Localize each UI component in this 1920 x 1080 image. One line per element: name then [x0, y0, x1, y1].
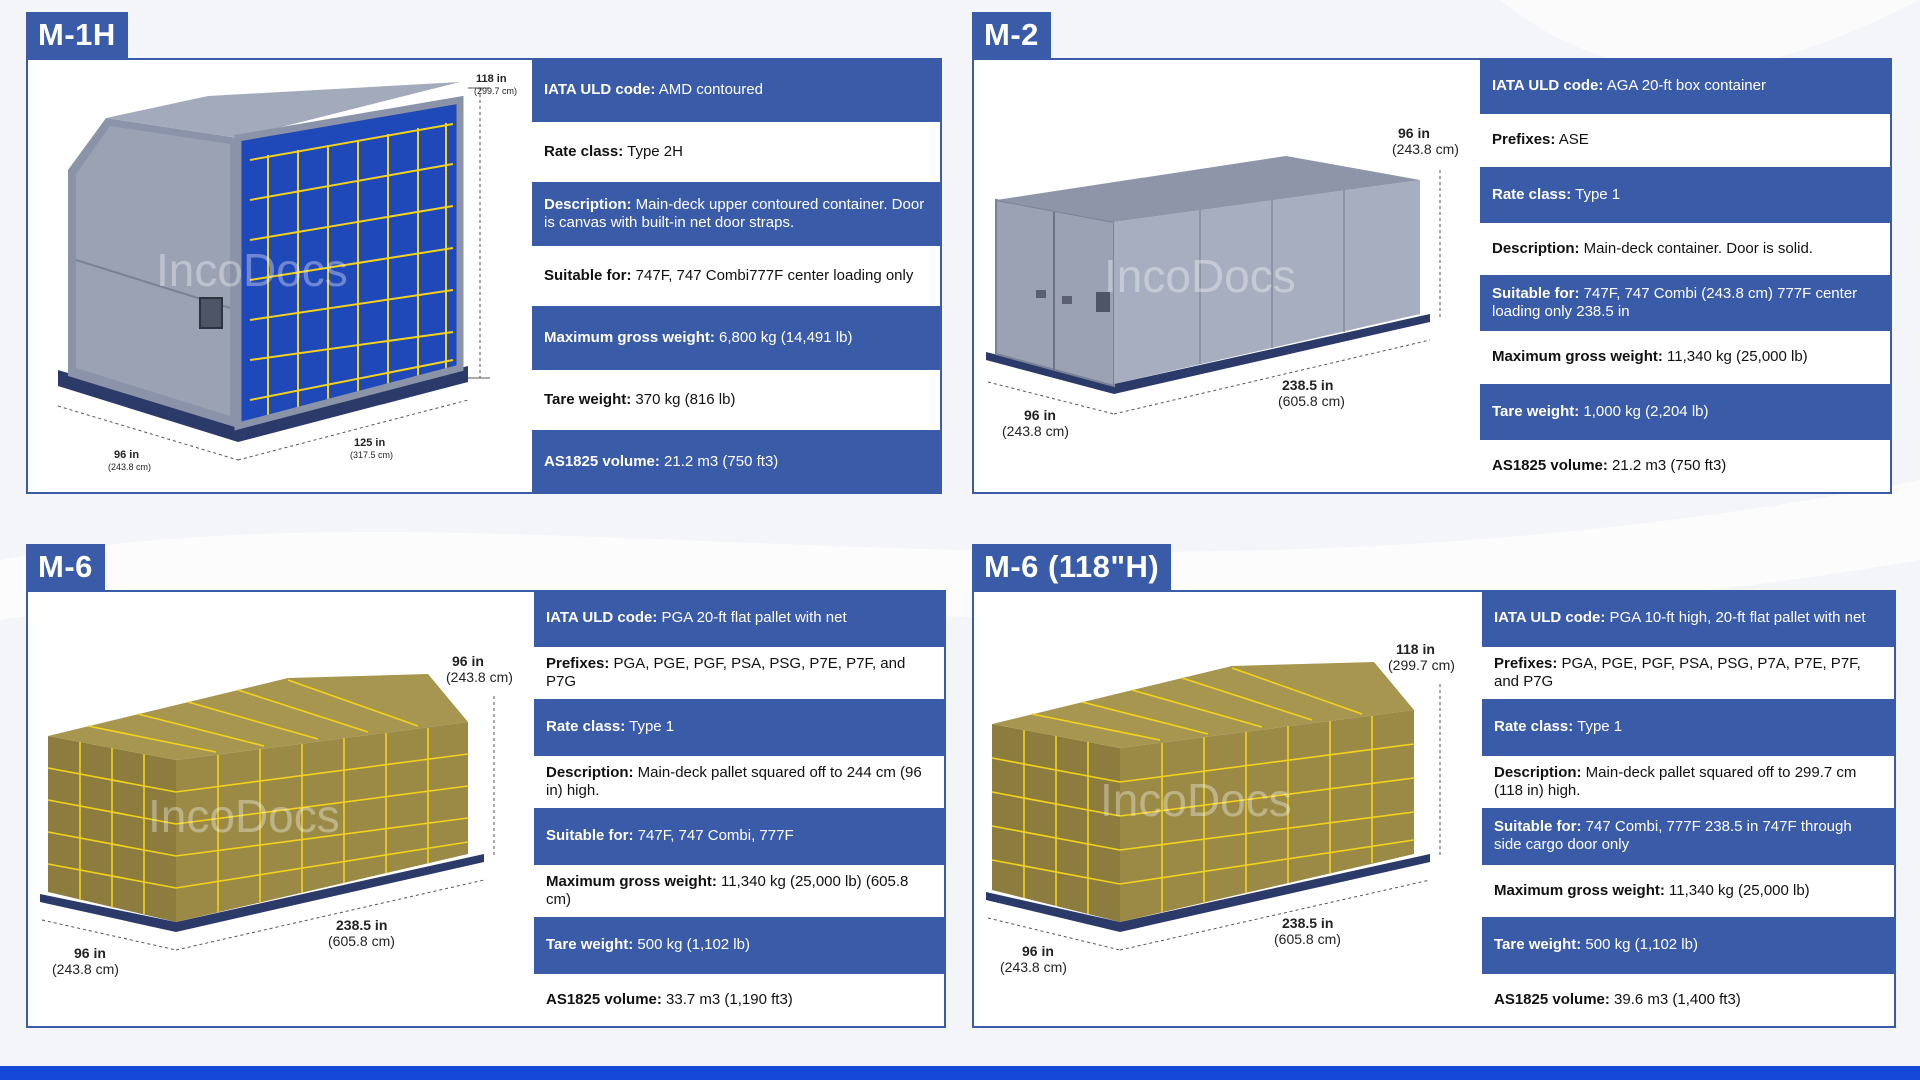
- height-cm-label: (299.7 cm): [474, 86, 517, 96]
- cargo-net: [47, 679, 469, 914]
- spec-table: IATA ULD code: PGA 20-ft flat pallet wit…: [534, 592, 944, 1026]
- container-illustration: 118 in (299.7 cm) 96 in (243.8 cm) 125 i…: [28, 60, 532, 492]
- panel-m6: M-6 96 in (243.8 cm): [26, 544, 946, 1028]
- height-cm-label: (243.8 cm): [1392, 141, 1459, 157]
- spec-row-prefixes: Prefixes: ASE: [1480, 114, 1890, 169]
- width-cm-label: (243.8 cm): [1000, 959, 1067, 975]
- spec-table: IATA ULD code: AGA 20-ft box container P…: [1480, 60, 1890, 492]
- spec-row-max-weight: Maximum gross weight: 6,800 kg (14,491 l…: [532, 308, 940, 370]
- spec-row-max-weight: Maximum gross weight: 11,340 kg (25,000 …: [1480, 331, 1890, 386]
- spec-row-description: Description: Main-deck upper contoured c…: [532, 184, 940, 246]
- watermark: IncoDocs: [1104, 250, 1296, 302]
- spec-row-volume: AS1825 volume: 39.6 m3 (1,400 ft3): [1494, 990, 1741, 1008]
- cargo-side: [176, 722, 468, 922]
- height-label: 96 in: [1398, 125, 1430, 141]
- container-top: [996, 156, 1420, 222]
- pallet-base: [58, 366, 468, 442]
- door-net: [249, 123, 454, 415]
- spec-row-prefixes: Prefixes: PGA, PGE, PGF, PSA, PSG, P7A, …: [1482, 647, 1894, 701]
- spec-table: IATA ULD code: AMD contoured Rate class:…: [532, 60, 940, 492]
- width-label: 96 in: [1024, 407, 1056, 423]
- length-cm-label: (605.8 cm): [1278, 393, 1345, 409]
- door-handle: [1036, 290, 1046, 298]
- spec-row-rate-class: Rate class: Type 1: [1480, 168, 1890, 223]
- width-label: 96 in: [114, 449, 139, 461]
- spec-row-rate-class: Rate class: Type 2H: [532, 122, 940, 184]
- length-label: 238.5 in: [336, 917, 387, 933]
- width-cm-label: (243.8 cm): [108, 462, 151, 472]
- spec-row-volume: AS1825 volume: 33.7 m3 (1,190 ft3): [546, 990, 793, 1008]
- spec-row-tare-weight: Tare weight: 370 kg (816 lb): [532, 370, 940, 432]
- spec-row-volume: AS1825 volume: 21.2 m3 (750 ft3): [1492, 456, 1727, 474]
- spec-row-description: Description: Main-deck pallet squared of…: [534, 756, 944, 810]
- panel-box: 96 in (243.8 cm) 96 in (243.8 cm) 238.5 …: [972, 58, 1892, 494]
- panel-m2: M-2 96 in (243.8 cm) 96 in: [972, 12, 1892, 494]
- spec-row-rate-class: Rate class: Type 1: [1482, 701, 1894, 756]
- container-vent: [1096, 292, 1110, 312]
- panel-m1h: M-1H: [26, 12, 942, 494]
- length-cm-label: (605.8 cm): [1274, 931, 1341, 947]
- spec-row-uld-code: IATA ULD code: AMD contoured: [532, 60, 940, 122]
- watermark: IncoDocs: [148, 790, 340, 842]
- spec-row-suitable-for: Suitable for: 747 Combi, 777F 238.5 in 7…: [1482, 810, 1894, 865]
- spec-row-rate-class: Rate class: Type 1: [534, 701, 944, 756]
- spec-row-tare-weight: Tare weight: 500 kg (1,102 lb): [1482, 919, 1894, 974]
- spec-row-description: Description: Main-deck pallet squared of…: [1482, 756, 1894, 810]
- height-cm-label: (299.7 cm): [1388, 657, 1455, 673]
- panel-box: 118 in (299.7 cm) 96 in (243.8 cm) 125 i…: [26, 58, 942, 494]
- length-label: 125 in: [354, 437, 385, 449]
- panel-title: M-6 (118"H): [972, 544, 1172, 590]
- spec-table: IATA ULD code: PGA 10-ft high, 20-ft fla…: [1482, 592, 1894, 1026]
- bottom-accent-bar: [0, 1066, 1920, 1080]
- spec-row-suitable-for: Suitable for: 747F, 747 Combi777F center…: [532, 246, 940, 308]
- container-side-inner: [76, 126, 230, 416]
- panel-title: M-6: [26, 544, 105, 590]
- watermark: IncoDocs: [1100, 774, 1292, 826]
- height-label: 96 in: [452, 653, 484, 669]
- spec-row-uld-code: IATA ULD code: PGA 10-ft high, 20-ft fla…: [1482, 592, 1894, 647]
- width-label: 96 in: [1022, 943, 1054, 959]
- pallet-illustration: 96 in (243.8 cm) 96 in (243.8 cm) 238.5 …: [28, 592, 534, 1026]
- length-cm-label: (605.8 cm): [328, 933, 395, 949]
- height-label: 118 in: [476, 73, 507, 85]
- container-top: [106, 82, 460, 138]
- spec-row-prefixes: Prefixes: PGA, PGE, PGF, PSA, PSG, P7E, …: [534, 647, 944, 701]
- door-handle: [1062, 296, 1072, 304]
- container-illustration: 96 in (243.8 cm) 96 in (243.8 cm) 238.5 …: [974, 60, 1480, 492]
- panel-title: M-2: [972, 12, 1051, 58]
- height-label: 118 in: [1396, 641, 1435, 657]
- container-door: [238, 100, 460, 426]
- spec-row-uld-code: IATA ULD code: PGA 20-ft flat pallet wit…: [534, 592, 944, 647]
- spec-row-max-weight: Maximum gross weight: 11,340 kg (25,000 …: [1482, 865, 1894, 919]
- width-label: 96 in: [74, 945, 106, 961]
- door-frame: [234, 95, 464, 431]
- spec-row-uld-code: IATA ULD code: AGA 20-ft box container: [1480, 60, 1890, 115]
- spec-row-suitable-for: Suitable for: 747F, 747 Combi, 777F: [534, 810, 944, 865]
- spec-row-volume: AS1825 volume: 21.2 m3 (750 ft3): [532, 432, 940, 492]
- spec-row-max-weight: Maximum gross weight: 11,340 kg (25,000 …: [534, 865, 944, 919]
- width-cm-label: (243.8 cm): [52, 961, 119, 977]
- length-label: 238.5 in: [1282, 915, 1333, 931]
- length-label: 238.5 in: [1282, 377, 1333, 393]
- cargo-side: [1120, 710, 1414, 922]
- height-cm-label: (243.8 cm): [446, 669, 513, 685]
- pallet-illustration: 118 in (299.7 cm) 96 in (243.8 cm) 238.5…: [974, 592, 1482, 1026]
- width-cm-label: (243.8 cm): [1002, 423, 1069, 439]
- panel-box: 118 in (299.7 cm) 96 in (243.8 cm) 238.5…: [972, 590, 1896, 1028]
- spec-row-suitable-for: Suitable for: 747F, 747 Combi (243.8 cm)…: [1480, 277, 1890, 332]
- panel-m6-118h: M-6 (118"H) 118 in (299.7 cm): [972, 544, 1896, 1028]
- panel-box: 96 in (243.8 cm) 96 in (243.8 cm) 238.5 …: [26, 590, 946, 1028]
- panel-title: M-1H: [26, 12, 128, 58]
- spec-row-tare-weight: Tare weight: 1,000 kg (2,204 lb): [1480, 385, 1890, 440]
- container-vent: [199, 297, 223, 329]
- watermark: IncoDocs: [156, 244, 348, 296]
- spec-row-description: Description: Main-deck container. Door i…: [1480, 223, 1890, 277]
- spec-row-tare-weight: Tare weight: 500 kg (1,102 lb): [534, 919, 944, 974]
- length-cm-label: (317.5 cm): [350, 450, 393, 460]
- cargo-net: [991, 667, 1415, 914]
